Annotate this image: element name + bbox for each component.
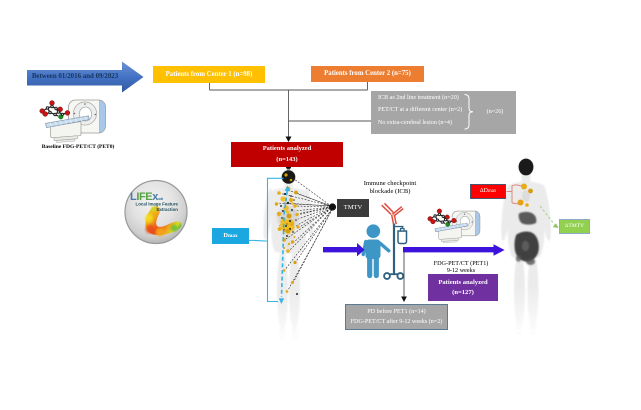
- svg-text:Local Image Feature: Local Image Feature: [136, 202, 179, 207]
- svg-text:Extraction: Extraction: [157, 207, 179, 212]
- svg-text:LIFExsoft: LIFExsoft: [130, 191, 164, 203]
